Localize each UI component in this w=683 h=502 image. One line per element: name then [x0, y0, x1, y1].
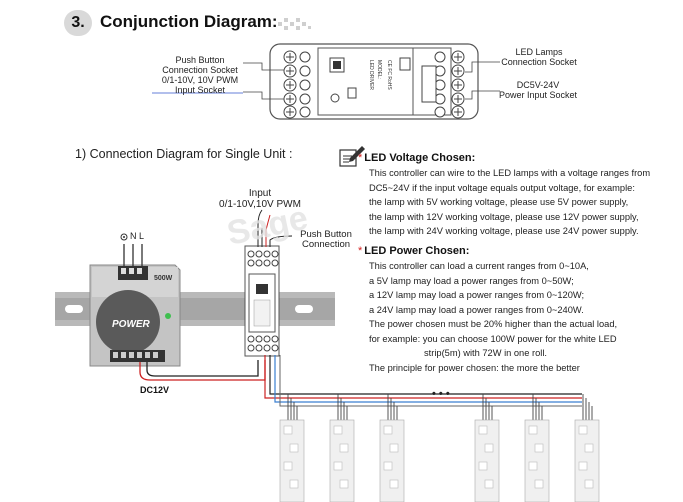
section-number: 3. [64, 10, 92, 36]
decorative-checker-icon [278, 18, 311, 30]
led-controller-module [244, 245, 280, 357]
notepad-pencil-icon [339, 146, 365, 167]
single-unit-subtitle: 1) Connection Diagram for Single Unit : [75, 147, 293, 161]
power-supply-unit [89, 264, 181, 367]
led-strips [279, 419, 600, 502]
device-label-cert: CE FC RoHS [386, 60, 392, 90]
section-title: Conjunction Diagram: [100, 12, 278, 31]
power-supply-label: POWER [112, 319, 150, 330]
power-paragraph: This controller can load a current range… [369, 261, 618, 373]
device-label-led-driver: LED DRIVER [368, 60, 374, 90]
power-supply-watt: 500W [154, 275, 173, 282]
power-heading: *LED Power Chosen: [358, 245, 470, 257]
mains-n-label: N [130, 231, 137, 241]
dc12v-label: DC12V [140, 385, 170, 395]
voltage-heading: *LED Voltage Chosen: [358, 152, 476, 164]
device-label-model: MODEL: [376, 60, 382, 79]
voltage-paragraph: This controller can wire to the LED lamp… [369, 168, 651, 236]
more-strips-ellipsis: • • • [432, 388, 450, 400]
mains-l-label: L [139, 231, 145, 241]
top-controller-device: LED DRIVER MODEL: CE FC RoHS [269, 43, 479, 120]
